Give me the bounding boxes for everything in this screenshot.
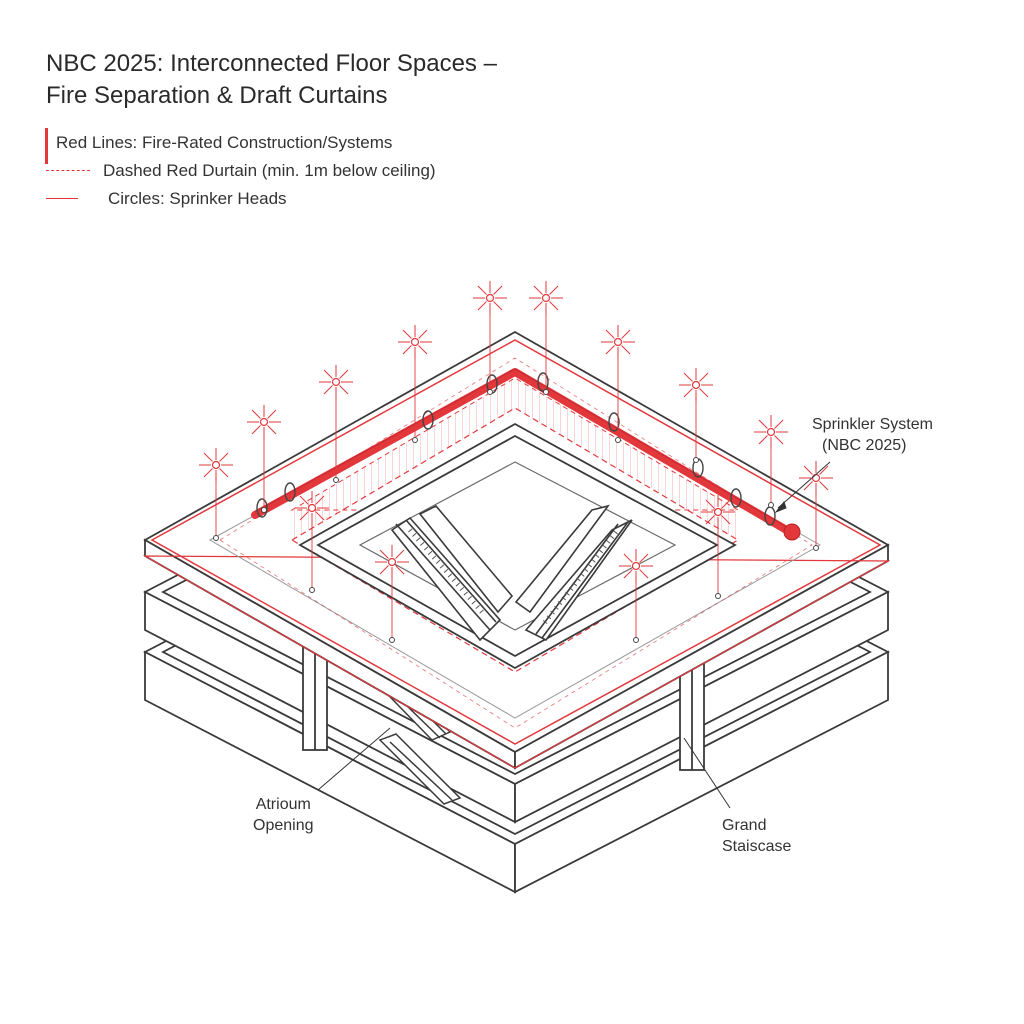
sprinkler-heads bbox=[199, 281, 833, 643]
escalator-left bbox=[390, 505, 514, 642]
escalator-right bbox=[514, 504, 633, 642]
sprinkler-head-icon bbox=[754, 415, 788, 508]
sprinkler-head-icon bbox=[473, 281, 507, 395]
diagram-title: NBC 2025: Interconnected Floor Spaces – … bbox=[46, 48, 497, 112]
sprinkler-head-icon bbox=[375, 545, 409, 643]
legend-swatch-dashed bbox=[46, 170, 90, 171]
atrium-callout-line-2: Opening bbox=[253, 817, 314, 834]
legend-label-fire-rated: Red Lines: Fire-Rated Construction/Syste… bbox=[56, 133, 393, 152]
sprinkler-callout-line-2: (NBC 2025) bbox=[822, 437, 907, 454]
title-line-1: NBC 2025: Interconnected Floor Spaces – bbox=[46, 50, 497, 77]
pipe-hanger-icon bbox=[537, 372, 549, 392]
atrium-callout-line-1: Atrioum bbox=[255, 796, 311, 813]
pipe-hanger-icon bbox=[284, 482, 296, 502]
sprinkler-head-icon bbox=[247, 405, 281, 513]
legend-swatch-solid bbox=[45, 128, 48, 164]
title-line-2: Fire Separation & Draft Curtains bbox=[46, 82, 388, 109]
sprinkler-head-icon bbox=[679, 368, 713, 463]
sprinkler-head-icon bbox=[529, 281, 563, 395]
legend-swatch-line bbox=[46, 198, 78, 199]
pipe-hanger-icon bbox=[730, 488, 742, 508]
grand-staircase-callout: Grand Staiscase bbox=[722, 815, 791, 857]
sprinkler-head-icon bbox=[398, 325, 432, 443]
draft-curtain bbox=[219, 357, 813, 729]
sprinkler-head-icon bbox=[199, 448, 233, 541]
staircase-callout-line-2: Staiscase bbox=[722, 838, 792, 855]
pipe-hanger-icon bbox=[256, 498, 268, 518]
sprinkler-leader-line bbox=[777, 461, 831, 509]
sprinkler-main-pipe bbox=[251, 368, 801, 541]
staircase-leader-line bbox=[683, 737, 731, 809]
legend-label-draft-curtain: Dashed Red Durtain (min. 1m below ceilin… bbox=[103, 161, 436, 180]
sprinkler-head-icon bbox=[295, 491, 329, 593]
sprinkler-head-icon bbox=[601, 325, 635, 443]
pipe-end-cap-icon bbox=[783, 523, 801, 541]
sprinkler-system-callout: Sprinkler System (NBC 2025) bbox=[812, 414, 933, 456]
sprinkler-head-icon bbox=[701, 495, 735, 599]
sprinkler-head-icon bbox=[619, 549, 653, 643]
staircase-callout-line-1: Grand bbox=[722, 817, 767, 834]
sprinkler-callout-line-1: Sprinkler System bbox=[812, 416, 933, 433]
leader-lines bbox=[317, 461, 831, 809]
atrium-opening-callout: Atrioum Opening bbox=[253, 794, 314, 836]
pipe-hanger-icon bbox=[422, 410, 434, 430]
atrium-opening bbox=[298, 422, 737, 670]
legend-label-sprinkler-heads: Circles: Sprinker Heads bbox=[108, 189, 287, 208]
sprinkler-head-icon bbox=[319, 365, 353, 483]
support-columns bbox=[302, 639, 705, 771]
pipe-hanger-icon bbox=[608, 412, 620, 432]
sprinkler-leader-arrow-icon bbox=[774, 500, 787, 514]
atrium-leader-line bbox=[317, 727, 391, 791]
